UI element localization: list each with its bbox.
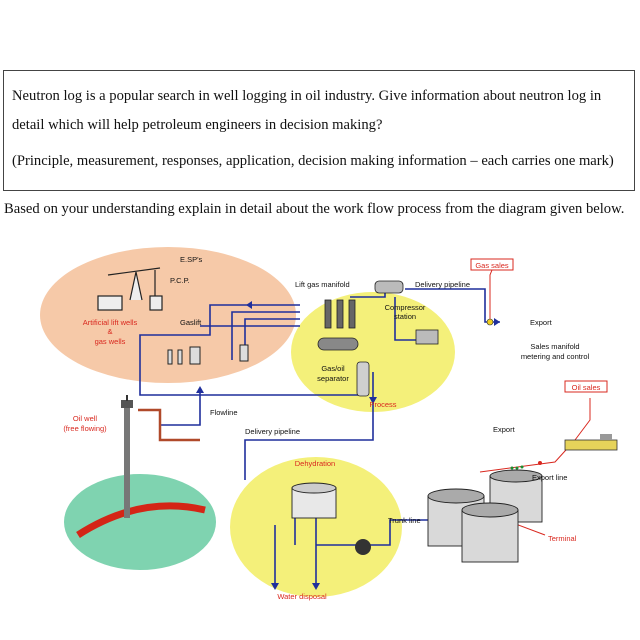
gas-meter-icon [486, 318, 494, 326]
export-top-label: Export [530, 318, 553, 327]
compressor-label-2: station [394, 312, 416, 321]
question-line-2: detail which will help petroleum enginee… [12, 117, 383, 133]
process-zone [291, 292, 455, 412]
question-box: Neutron log is a popular search in well … [3, 70, 635, 191]
lift-gas-manifold-icon [324, 299, 356, 329]
export-dots [510, 465, 524, 470]
delivery-pipeline-top-label: Delivery pipeline [415, 280, 470, 289]
artificial-lift-label-2: & [107, 327, 112, 336]
delivery-pipeline-mid-label: Delivery pipeline [245, 427, 300, 436]
trunk-line-label: Trunk line [388, 516, 421, 525]
export-line-label: Export line [532, 473, 567, 482]
gaslift-label: Gaslift [180, 318, 202, 327]
gas-oil-separator-label-1: Gas/oil [321, 364, 345, 373]
dehydration-tank-icon [291, 482, 337, 519]
question-line-3: (Principle, measurement, responses, appl… [12, 153, 614, 169]
reservoir [64, 474, 216, 570]
question-line-1: Neutron log is a popular search in well … [12, 88, 602, 104]
water-disposal-label: Water disposal [277, 592, 327, 601]
pump-icon [355, 539, 371, 555]
pcp-label: P.C.P. [170, 276, 190, 285]
gas-oil-separator-label-2: separator [317, 374, 349, 383]
artificial-lift-label-3: gas wells [95, 337, 126, 346]
oil-sales-box [564, 380, 608, 393]
oil-well-label-1: Oil well [73, 414, 98, 423]
compressor-label-1: Compressor [385, 303, 426, 312]
dehydration-label: Dehydration [295, 459, 335, 468]
prompt-text: Based on your understanding explain in d… [4, 201, 625, 217]
export-mid-label: Export [493, 425, 516, 434]
artificial-lift-label-1: Artificial lift wells [83, 318, 138, 327]
lift-gas-manifold-label: Lift gas manifold [295, 280, 350, 289]
esps-label: E.SP's [180, 255, 203, 264]
gas-sales-label: Gas sales [475, 261, 509, 270]
horizontal-wellbore [76, 502, 206, 538]
terminal-tanks-icon [427, 469, 543, 563]
oil-well-label-2: (free flowing) [63, 424, 107, 433]
flow-lines [139, 288, 500, 588]
compressor-icon [374, 280, 439, 345]
separator-icon [317, 337, 370, 397]
sales-manifold-label-2: metering and control [521, 352, 590, 361]
sales-manifold-label-1: Sales manifold [530, 342, 579, 351]
workflow-diagram: E.SP's P.C.P. Artificial lift wells & ga… [40, 247, 618, 601]
gaslift-wellhead-icon [167, 344, 249, 365]
pumpjack-icon [97, 267, 163, 311]
oil-sales-label: Oil sales [572, 383, 601, 392]
process-label: Process [369, 400, 396, 409]
gas-sales-box [470, 258, 514, 271]
export-tanker-icon [538, 434, 618, 465]
oil-well-icon [121, 395, 200, 518]
flowline-label: Flowline [210, 408, 238, 417]
terminal-label: Terminal [548, 534, 577, 543]
